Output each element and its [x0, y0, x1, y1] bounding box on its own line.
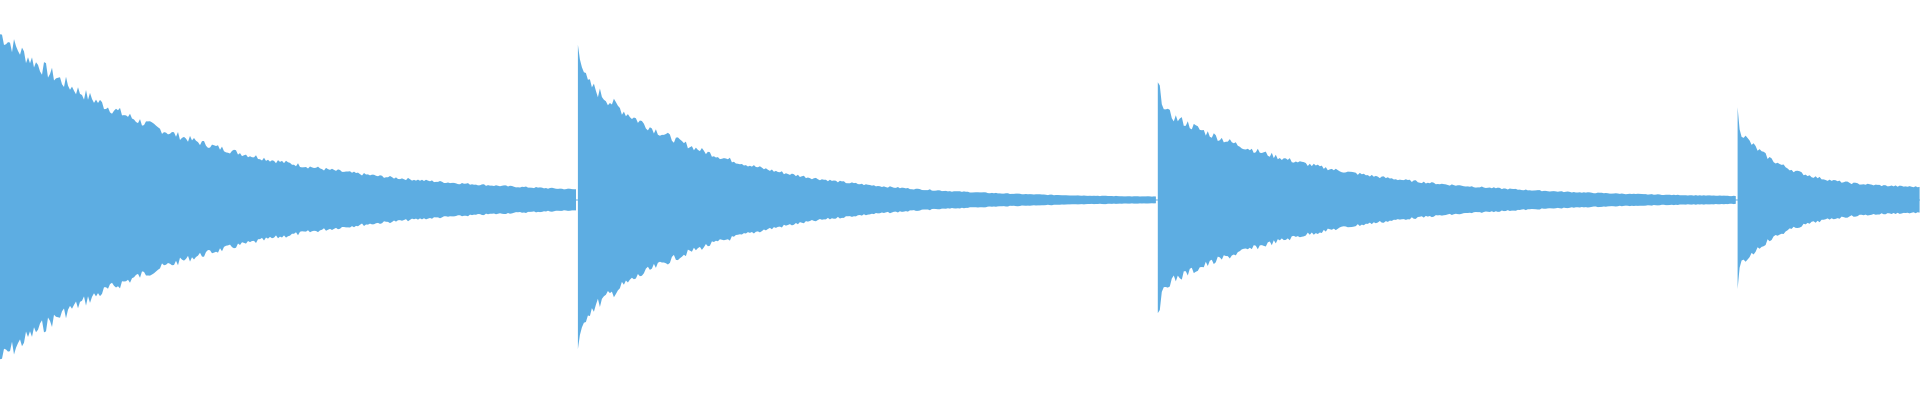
- waveform-segment-3: [1157, 82, 1736, 314]
- waveform-segment-2: [577, 44, 1156, 350]
- waveform-segment-1: [0, 34, 576, 360]
- waveform-segment-4: [1737, 107, 1920, 289]
